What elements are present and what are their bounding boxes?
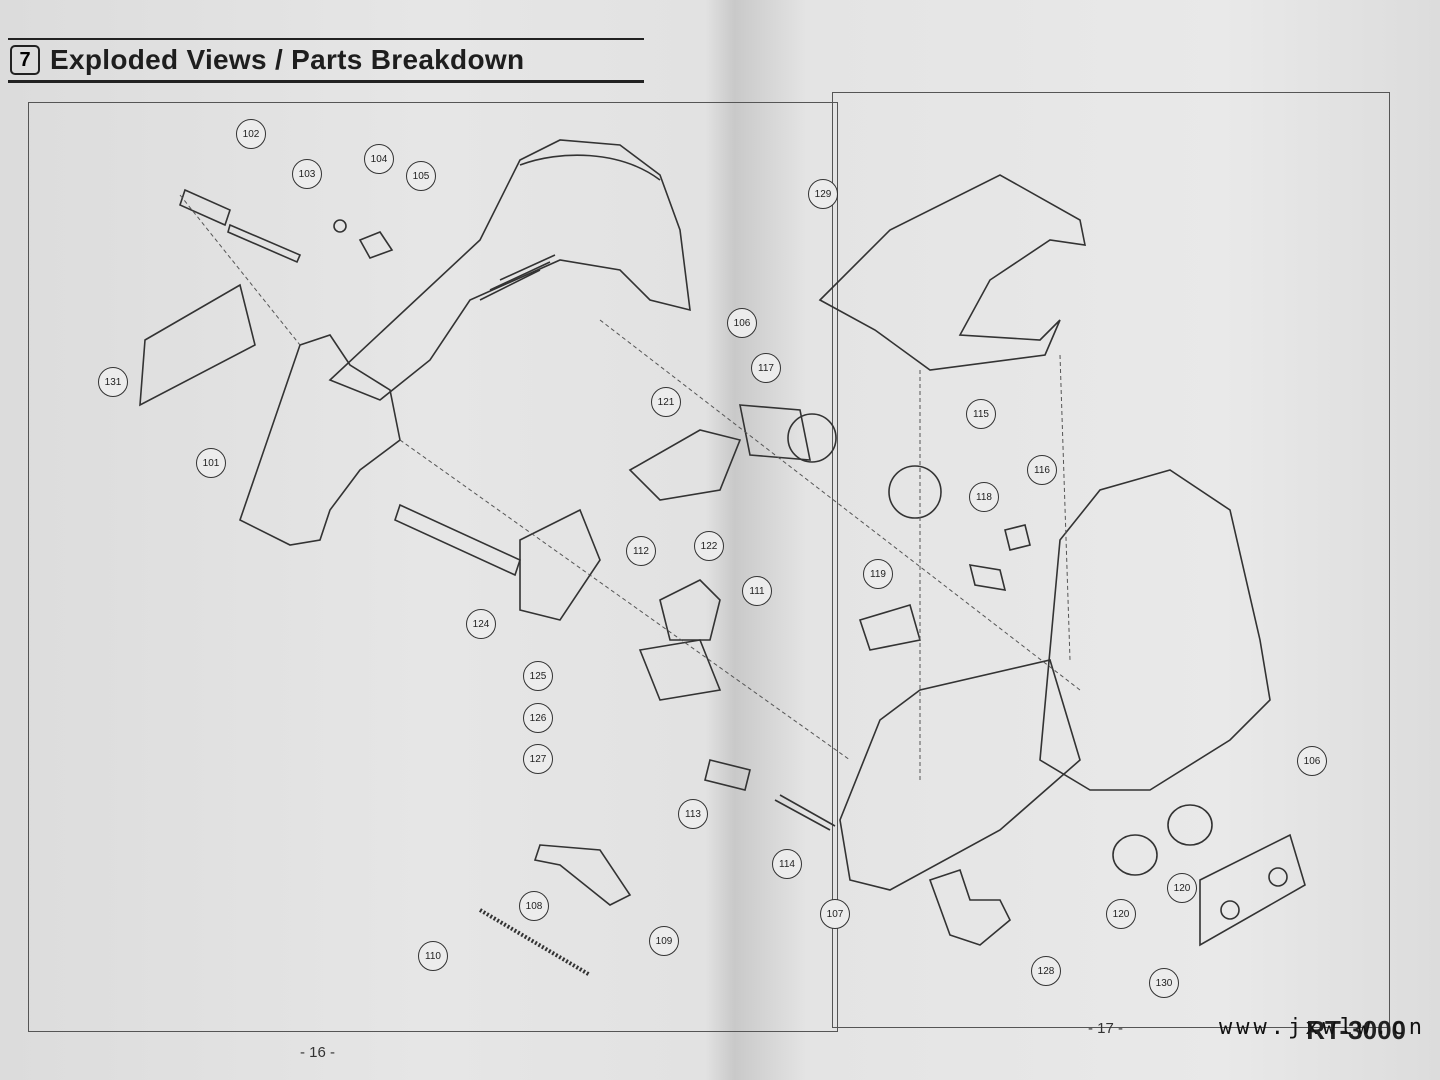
part-129-cover: [818, 174, 1087, 371]
callout-113: 113: [678, 799, 708, 829]
callout-129: 129: [808, 179, 838, 209]
right-page-frame: [832, 92, 1390, 1028]
callout-102: 102: [236, 119, 266, 149]
callout-110: 110: [418, 941, 448, 971]
callout-124: 124: [466, 609, 496, 639]
part-124-shaft: [394, 503, 521, 577]
callout-126: 126: [523, 703, 553, 733]
callout-120: 120: [1167, 873, 1197, 903]
part-130-plate: [1199, 833, 1306, 947]
part-128: [928, 868, 1011, 946]
callout-117: 117: [751, 353, 781, 383]
part-116: [1004, 524, 1031, 551]
left-page-number: - 16 -: [300, 1044, 336, 1061]
part-131-plate: [139, 283, 256, 407]
callout-109: 109: [649, 926, 679, 956]
callout-131: 131: [98, 367, 128, 397]
callout-118: 118: [969, 482, 999, 512]
callout-127: 127: [523, 744, 553, 774]
part-121: [628, 429, 742, 501]
callout-108: 108: [519, 891, 549, 921]
part-107-side-panel: [839, 659, 1081, 891]
callout-106: 106: [1297, 746, 1327, 776]
callout-106: 106: [727, 308, 757, 338]
part-120-a: [1112, 834, 1158, 876]
part-119: [858, 604, 922, 651]
callout-112: 112: [626, 536, 656, 566]
right-page-number: - 17 -: [1088, 1020, 1124, 1037]
callout-121: 121: [651, 387, 681, 417]
part-117-gear: [787, 413, 837, 463]
part-102-sleeve: [179, 188, 231, 227]
section-title: Exploded Views / Parts Breakdown: [50, 44, 525, 75]
callout-114: 114: [772, 849, 802, 879]
callout-111: 111: [742, 576, 772, 606]
left-page-frame: [28, 102, 838, 1032]
leader-dashes: [179, 194, 1081, 780]
callout-130: 130: [1149, 968, 1179, 998]
part-105: [358, 231, 394, 259]
part-108-lever: [533, 844, 632, 906]
callout-104: 104: [364, 144, 394, 174]
callout-119: 119: [863, 559, 893, 589]
part-104: [333, 219, 347, 233]
model-label: RT-3000: [1306, 1015, 1406, 1045]
callout-128: 128: [1031, 956, 1061, 986]
part-118: [968, 564, 1007, 591]
callout-105: 105: [406, 161, 436, 191]
callout-115: 115: [966, 399, 996, 429]
callout-122: 122: [694, 531, 724, 561]
callout-125: 125: [523, 661, 553, 691]
part-107-rear-housing: [1039, 469, 1271, 791]
watermark: www.jxwlw.cn: [1219, 1015, 1426, 1040]
section-heading: 7 Exploded Views / Parts Breakdown: [8, 38, 644, 83]
part-110-spring: [478, 908, 592, 977]
part-115-gear: [888, 465, 942, 519]
part-106-upper-housing: [328, 139, 691, 401]
part-103-pin: [227, 223, 302, 264]
callout-116: 116: [1027, 455, 1057, 485]
section-number: 7: [10, 45, 40, 75]
part-114: [774, 794, 836, 831]
callout-107: 107: [820, 899, 850, 929]
part-117-motor: [739, 404, 811, 461]
part-124-bracket: [519, 508, 601, 621]
callout-103: 103: [292, 159, 322, 189]
callout-120: 120: [1106, 899, 1136, 929]
part-101-housing: [239, 334, 401, 546]
part-drawings: [139, 139, 1306, 977]
part-120-b: [1167, 804, 1213, 846]
part-113: [704, 759, 751, 791]
part-111: [659, 579, 721, 641]
callout-101: 101: [196, 448, 226, 478]
